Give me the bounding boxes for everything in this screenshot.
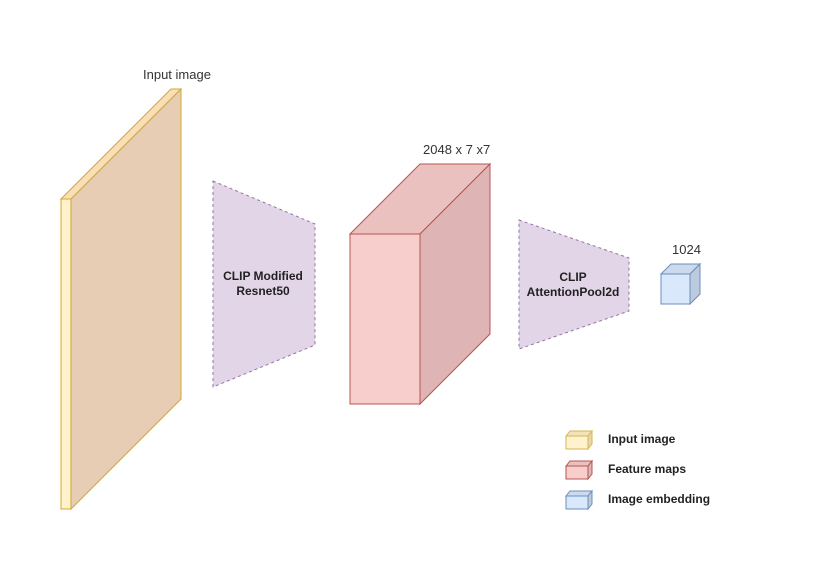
resnet-backbone-block: CLIP Modified Resnet50 [212, 180, 316, 388]
resnet-trapezoid [212, 180, 316, 388]
yellow-cube-icon [564, 429, 594, 451]
blue-cube-icon [564, 489, 594, 511]
legend-item-feature-maps: Feature maps [564, 459, 686, 481]
legend-label-feature-maps: Feature maps [608, 462, 686, 476]
embedding-block [659, 262, 702, 306]
attention-pool-label-line1: CLIP [559, 270, 586, 284]
feature-maps-front [349, 233, 421, 405]
input-image-face [70, 87, 182, 511]
attention-pool-label-line2: AttentionPool2d [527, 285, 620, 299]
legend: Input image Feature maps Image embedding [564, 429, 710, 511]
attention-pool-trapezoid [518, 219, 630, 350]
feature-maps-block [348, 162, 492, 406]
legend-label-image-embedding: Image embedding [608, 492, 710, 506]
embedding-dimension-label: 1024 [672, 242, 701, 257]
legend-item-input-image: Input image [564, 429, 676, 451]
embedding-front [660, 273, 691, 305]
input-image-front [60, 198, 72, 510]
resnet-label-line2: Resnet50 [236, 284, 290, 298]
legend-item-image-embedding: Image embedding [564, 489, 710, 511]
resnet-label-line1: CLIP Modified [223, 269, 303, 283]
feature-maps-dimension-label: 2048 x 7 x7 [423, 142, 490, 157]
legend-label-input-image: Input image [608, 432, 676, 446]
attention-pool-block: CLIP AttentionPool2d [518, 219, 630, 350]
input-image-block [59, 87, 183, 511]
red-cube-icon [564, 459, 594, 481]
input-image-label: Input image [143, 67, 211, 82]
